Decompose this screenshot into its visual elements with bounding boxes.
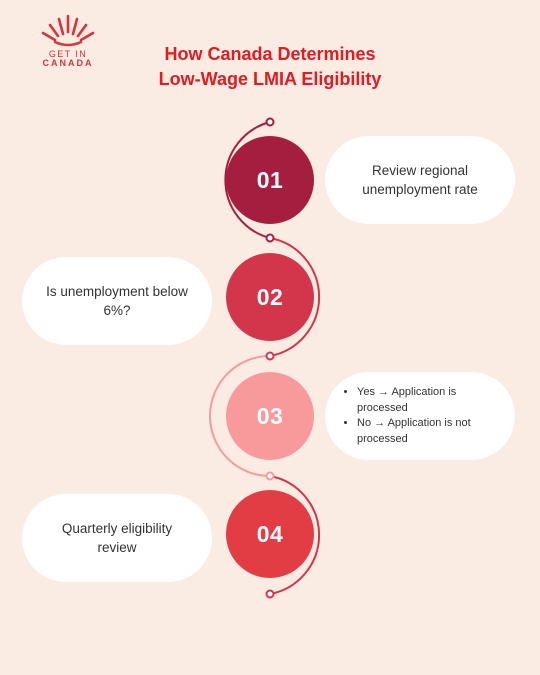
step-bullet-list: Yes → Application is processed No → Appl… (345, 385, 501, 447)
step-card-03: Yes → Application is processed No → Appl… (325, 372, 515, 460)
step-number: 01 (256, 166, 284, 193)
step-number: 03 (256, 402, 284, 429)
step-number: 02 (256, 283, 284, 310)
step-text: Quarterly eligibility review (61, 521, 173, 555)
connector-dot (265, 233, 275, 243)
page-title: How Canada Determines Low-Wage LMIA Elig… (110, 42, 430, 92)
step-number-circle-01: 01 (226, 136, 314, 224)
connector-dot (265, 351, 275, 361)
connector-dot (265, 589, 275, 599)
step-number-circle-03: 03 (226, 372, 314, 460)
connector-arc-1 (224, 121, 271, 239)
connector-dot (265, 117, 275, 127)
step-number: 04 (256, 520, 284, 547)
title-line-1: How Canada Determines (164, 44, 376, 64)
connector-arc-4 (269, 475, 321, 595)
logo-text-get-in: GET IN (48, 49, 88, 59)
step-number-circle-02: 02 (226, 253, 314, 341)
logo-text-canada: CANADA (42, 58, 94, 68)
title-line-2: Low-Wage LMIA Eligibility (158, 69, 382, 89)
step-card-01: Review regional unemployment rate (325, 136, 515, 224)
step-card-02: Is unemployment below 6%? (22, 257, 212, 345)
connector-arc-3 (209, 355, 271, 477)
step-bullet-yes: Yes → Application is processed (357, 385, 501, 416)
connector-arc-2 (269, 237, 321, 357)
step-bullet-no: No → Application is not processed (357, 416, 501, 447)
sunburst-maple-icon (41, 14, 95, 47)
connector-dot (265, 471, 275, 481)
step-text: Is unemployment below 6%? (46, 284, 188, 318)
step-text: Review regional unemployment rate (362, 163, 478, 197)
logo: GET IN CANADA (28, 12, 108, 72)
step-number-circle-04: 04 (226, 490, 314, 578)
step-card-04: Quarterly eligibility review (22, 494, 212, 582)
